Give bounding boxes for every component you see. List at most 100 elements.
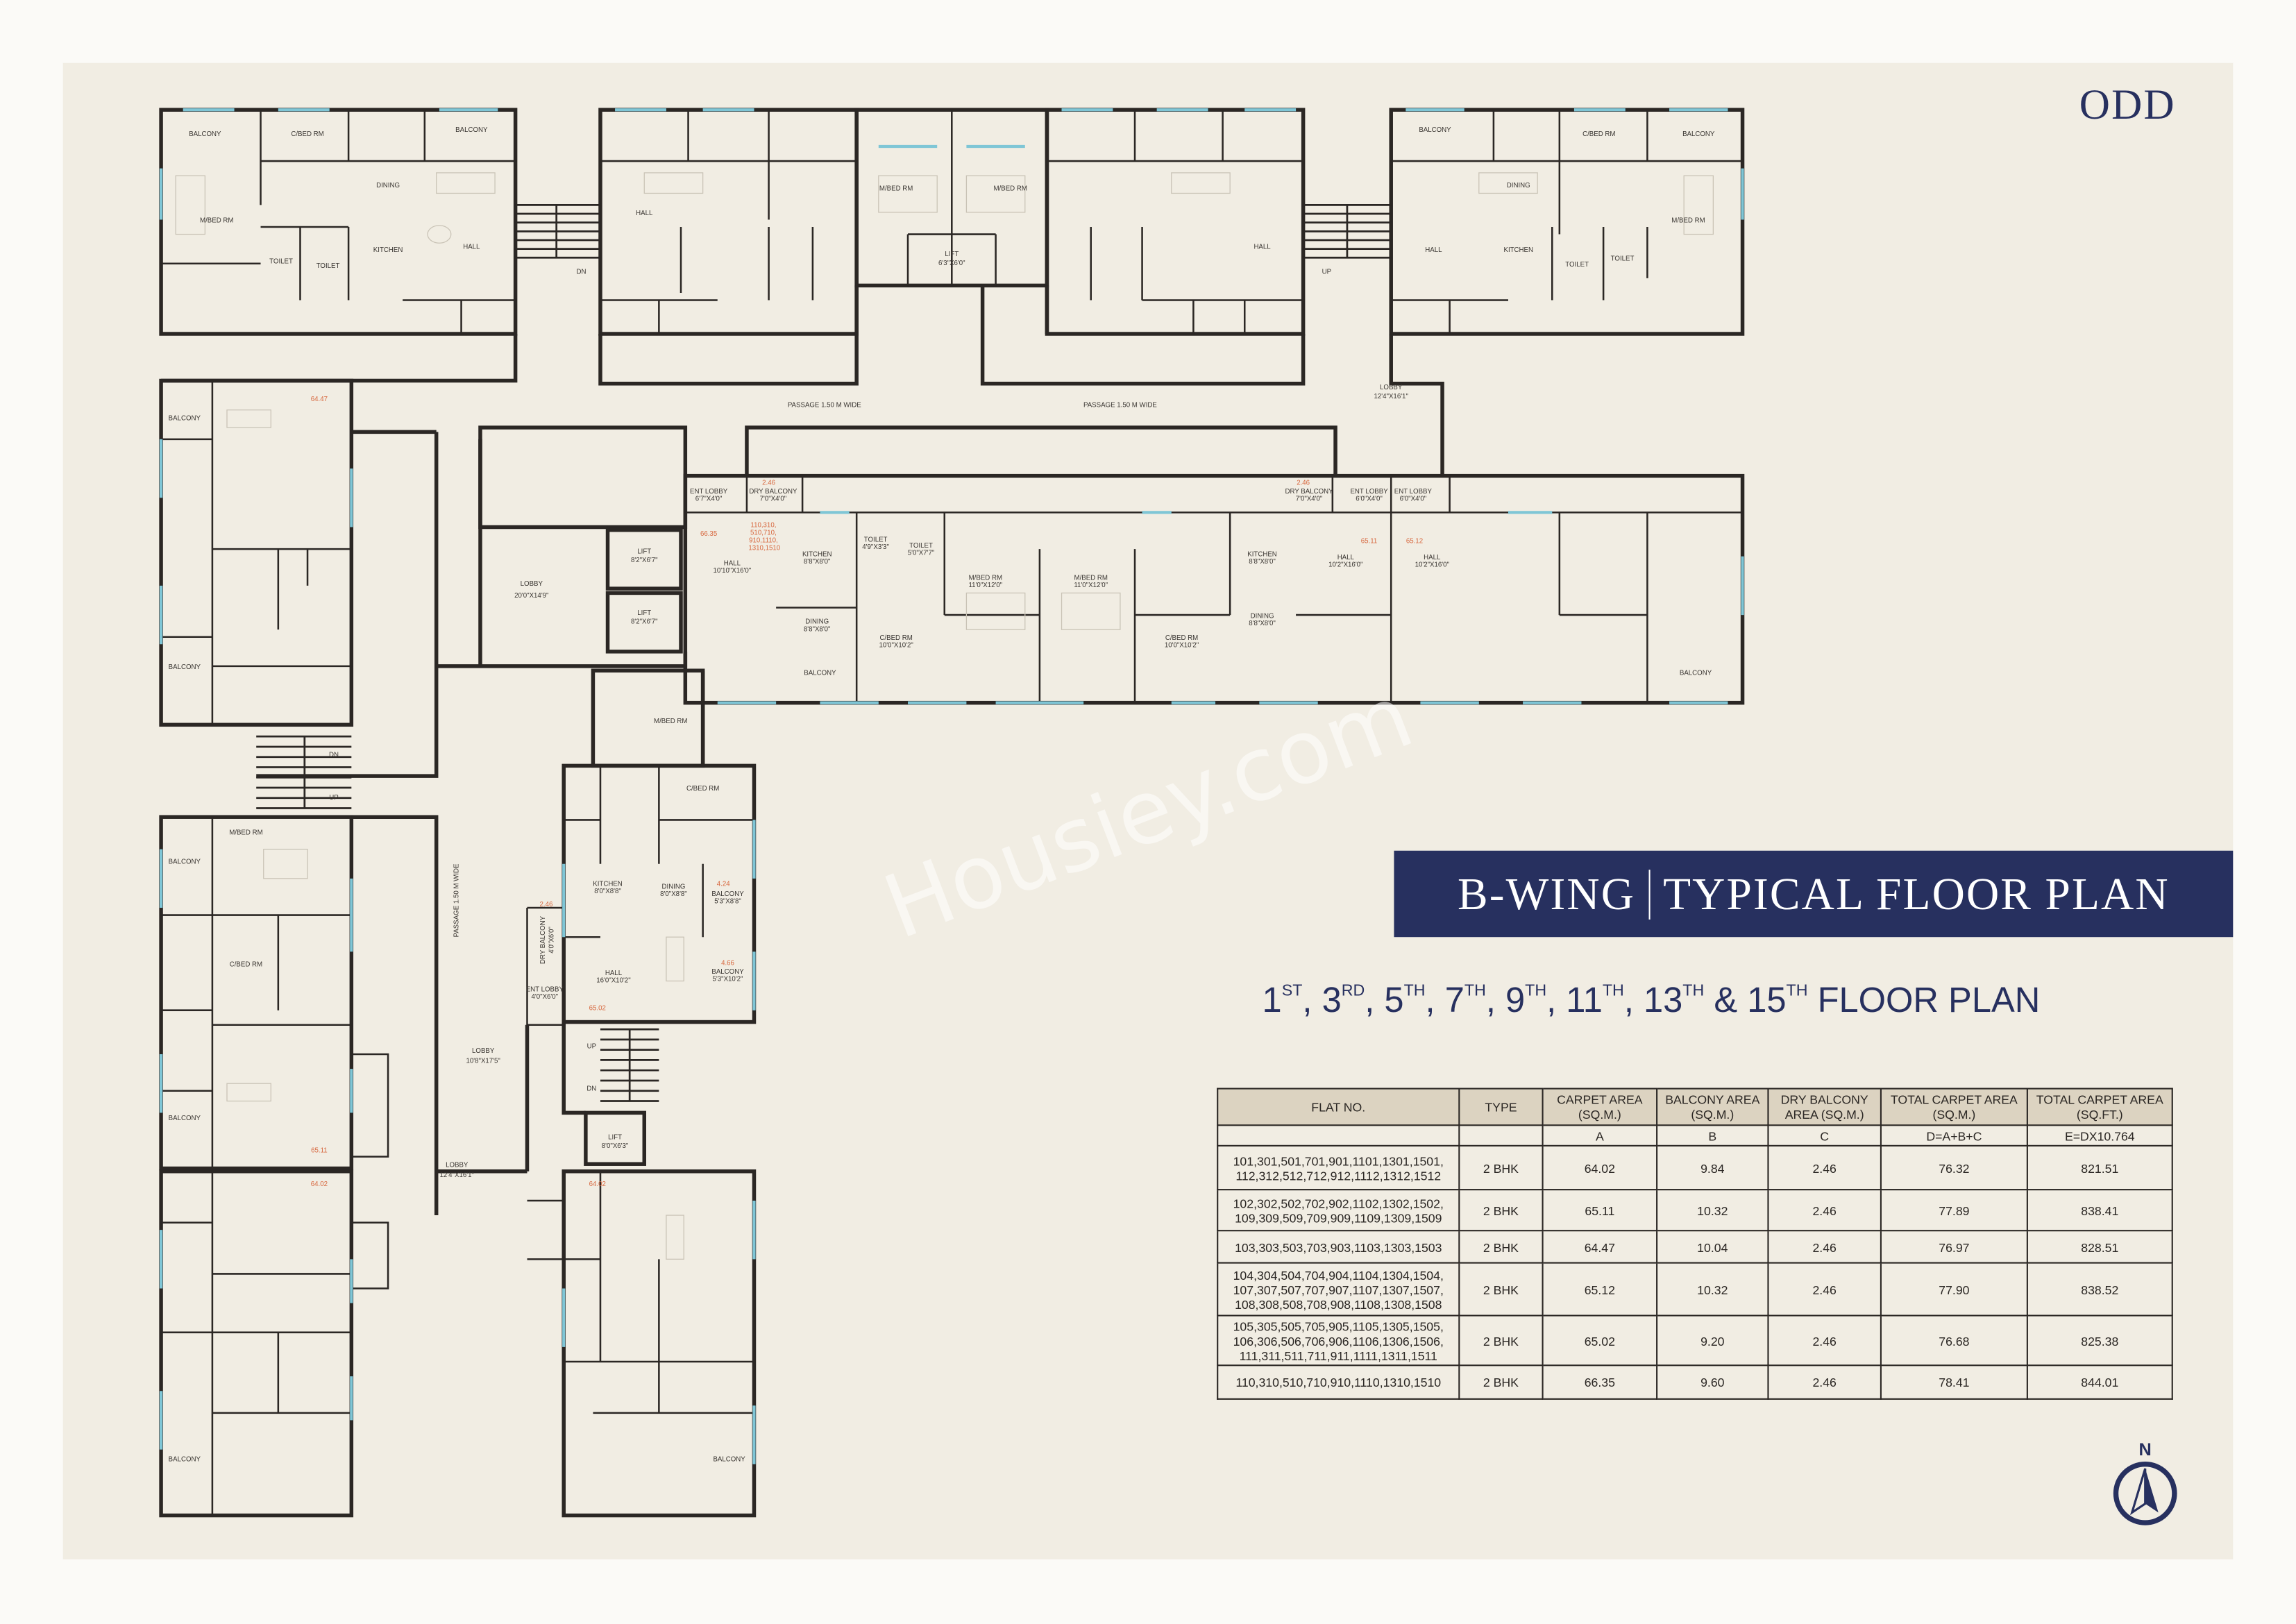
value-cell: 76.97 [1880,1230,2028,1264]
room-label: M/BED RM [1671,217,1705,225]
room-dimension: 5'3"X10'2" [713,975,744,983]
floor: 13TH [1644,981,1704,1020]
flat-numbers-line: 510,710, [750,529,778,536]
room-dimension: 11'0"X12'0" [1074,582,1108,589]
column-header: CARPET AREA (SQ.M.) [1542,1088,1658,1126]
lobby-dimension: 12'4"X16'1" [1374,393,1409,400]
lobby-dimension: 10'8"X17'5" [466,1058,501,1065]
room-label: KITCHEN [1503,246,1533,254]
area-value: 65.02 [589,1005,606,1013]
north-label: N [2139,1440,2152,1460]
value-cell: 828.51 [2026,1230,2173,1264]
room-label: C/BED RM [879,634,912,642]
room-dimension: 7'0"X4'0" [1296,496,1323,503]
lobby-label: LOBBY [1380,384,1403,391]
room-label: BALCONY [713,1455,745,1463]
floor-suffix: ST [1281,982,1303,1000]
room-label: C/BED RM [1165,634,1198,642]
floor: 9TH [1505,981,1546,1020]
room-label: M/BED RM [993,185,1027,192]
room-label: HALL [1337,554,1355,561]
room-dimension: 4'0"X6'0" [532,993,559,1001]
value-cell: 825.38 [2026,1314,2173,1367]
room-dimension: 5'0"X7'7" [908,550,935,557]
walls [159,108,1745,1518]
lift-label: LIFT [637,548,651,555]
room-label: DINING [1507,182,1530,189]
room-label: BALCONY [711,968,744,976]
stair-down-label: DN [586,1085,596,1093]
value-cell: 9.60 [1656,1364,1769,1400]
room-label: M/BED RM [969,574,1002,582]
lift-dimension: 8'0"X6'3" [602,1142,629,1150]
formula-cell [1217,1124,1460,1147]
subtitle-suffix: FLOOR PLAN [1817,981,2041,1021]
lift-dimension: 8'2"X6'7" [631,618,658,626]
floor-suffix: TH [1464,982,1486,1000]
room-label: HALL [636,210,653,217]
room-dimension: 4'9"X3'3" [862,543,889,551]
flat-numbers-cell: 102,302,502,702,902,1102,1302,1502, 109,… [1217,1189,1460,1232]
lift-label: LIFT [945,251,959,258]
value-cell: 821.51 [2026,1144,2173,1191]
room-label: TOILET [909,542,933,550]
area-value: 64.02 [311,1181,328,1188]
room-label: M/BED RM [879,185,913,192]
room-label: DINING [662,883,686,891]
room-dimension: 10'2"X16'0" [1328,561,1363,568]
room-label: KITCHEN [373,246,403,254]
room-dimension: 8'0"X8'8" [594,888,621,895]
room-dimension: 10'0"X10'2" [879,641,913,649]
formula-cell [1458,1124,1544,1147]
table-row: 102,302,502,702,902,1102,1302,1502, 109,… [1217,1189,2173,1232]
room-label: ENT LOBBY [1350,488,1388,496]
room-label: DRY BALCONY [749,488,797,496]
room-label: BALCONY [169,663,201,671]
column-header: TYPE [1458,1088,1544,1126]
stair-up-label: UP [329,794,338,802]
lobby-label: LOBBY [472,1047,495,1055]
floor-subtitle: 1ST, 3RD, 5TH, 7TH, 9TH, 11TH, 13TH & 15… [1262,981,2041,1021]
area-value: 4.24 [717,880,730,888]
floor: 3RD [1322,981,1365,1020]
flat-numbers-cell: 101,301,501,701,901,1101,1301,1501, 112,… [1217,1144,1460,1191]
room-label: TOILET [269,258,293,266]
room-label: HALL [724,559,741,567]
room-label: HALL [1425,246,1442,254]
room-label: M/BED RM [654,718,687,725]
room-label: C/BED RM [291,130,323,138]
floor: 1ST [1263,981,1303,1020]
room-label: DRY BALCONY [1285,488,1334,496]
floor-number: 11 [1566,981,1603,1021]
room-dimension: 8'8"X8'0" [1249,558,1276,566]
area-value: 65.11 [311,1147,328,1154]
room-dimension: 6'0"X4'0" [1400,496,1427,503]
room-label: TOILET [864,536,888,544]
room-label: BALCONY [1680,670,1712,677]
room-label: M/BED RM [229,829,262,837]
plan-labels: PASSAGE 1.50 M WIDE PASSAGE 1.50 M WIDE … [169,126,1715,1464]
value-cell: 77.90 [1880,1262,2028,1317]
value-cell: 838.52 [2026,1262,2173,1317]
column-header: BALCONY AREA (SQ.M.) [1656,1088,1769,1126]
stair-up-label: UP [587,1043,596,1051]
formula-cell: C [1767,1124,1882,1147]
floor: 11TH [1566,981,1624,1020]
staircase-left [256,735,352,809]
value-cell: 2.46 [1767,1230,1882,1264]
ampersand: & [1714,981,1738,1021]
column-header: TOTAL CARPET AREA (SQ.M.) [1880,1088,2028,1126]
flat-numbers-cell: 104,304,504,704,904,1104,1304,1504, 107,… [1217,1262,1460,1317]
room-label: C/BED RM [686,785,719,793]
room-dimension: 7'0"X4'0" [760,496,787,503]
value-cell: 64.02 [1542,1144,1658,1191]
staircase-top-left [515,203,600,259]
value-cell: 65.11 [1542,1189,1658,1232]
room-dimension: 8'8"X8'0" [804,558,831,566]
floor-number: 9 [1505,981,1526,1021]
room-label: DINING [376,182,400,189]
room-label: M/BED RM [1074,574,1108,582]
